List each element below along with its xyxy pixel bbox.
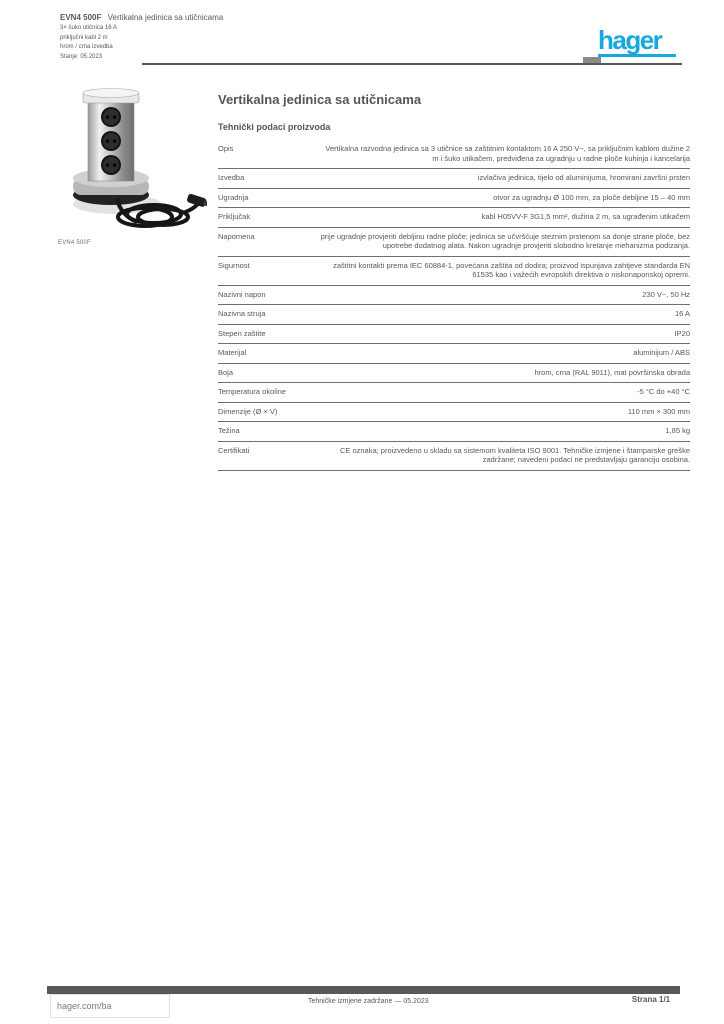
spec-label: Dimenzije (Ø × V): [218, 406, 278, 416]
spec-label: Opis: [218, 144, 234, 153]
popup-socket-tower-illustration: [73, 88, 209, 228]
spec-value: otvor za ugradnju Ø 100 mm, za ploče deb…: [493, 192, 690, 202]
table-row: Dimenzije (Ø × V) 110 mm × 300 mm: [218, 403, 690, 422]
table-row: Ugradnja otvor za ugradnju Ø 100 mm, za …: [218, 189, 690, 208]
spec-value: IP20: [674, 328, 690, 338]
header-info-line: Stanje: 05.2023: [60, 53, 103, 60]
socket-2: [101, 131, 121, 151]
spec-value: prije ugradnje provjeriti debljinu radne…: [320, 231, 690, 251]
spec-label: Težina: [218, 426, 240, 435]
socket-1: [101, 107, 121, 127]
table-row: Temperatura okoline -5 °C do +40 °C: [218, 383, 690, 403]
header-info-line: 3× šuko utičnica 16 A: [60, 25, 117, 31]
table-row: Materijal aluminijum / ABS: [218, 344, 690, 364]
spec-value: 1,85 kg: [665, 426, 690, 435]
spec-label: Boja: [218, 367, 234, 377]
footer-site-link[interactable]: hager.com/ba: [57, 1001, 112, 1011]
footer-page-number: Strana 1/1: [631, 995, 671, 1004]
coiled-cable: [115, 197, 200, 228]
spec-label: Materijal: [218, 348, 247, 357]
spec-value: Vertikalna razvodna jedinica sa 3 utični…: [325, 144, 690, 163]
table-row: Sigurnost zaštitni kontakti prema IEC 60…: [218, 257, 690, 286]
table-row: Nazivni napon 230 V~, 50 Hz: [218, 286, 690, 305]
header-divider: [142, 63, 682, 65]
spec-value: kabl H05VV-F 3G1,5 mm², dužina 2 m, sa u…: [481, 212, 690, 221]
spec-value: aluminijum / ABS: [633, 348, 690, 357]
spec-label: Izvedba: [218, 173, 245, 182]
spec-label: Certifikati: [218, 445, 250, 455]
table-row: Opis Vertikalna razvodna jedinica sa 3 u…: [218, 140, 690, 169]
spec-value: 16 A: [674, 309, 690, 318]
table-row: Nazivna struja 16 A: [218, 305, 690, 325]
footer-site-box[interactable]: hager.com/ba: [50, 994, 170, 1018]
main-content: Vertikalna jedinica sa utičnicama Tehnič…: [218, 92, 690, 471]
spec-value: izvlačiva jedinica, tijelo od aluminijum…: [477, 173, 690, 182]
spec-value: 110 mm × 300 mm: [627, 406, 690, 416]
table-row: Certifikati CE oznaka; proizvedeno u skl…: [218, 442, 690, 471]
table-row: Boja hrom, crna (RAL 9011), mat površins…: [218, 364, 691, 383]
table-row: Težina 1,85 kg: [218, 422, 690, 442]
hager-logo: hager: [583, 25, 678, 63]
header-product-line: EVN4 500F Vertikalna jedinica sa utičnic…: [60, 13, 290, 23]
header-info-block: 3× šuko utičnica 16 A priključni kabl 2 …: [60, 24, 146, 62]
page-title: Vertikalna jedinica sa utičnicama: [218, 92, 422, 107]
spec-label: Stepen zaštite: [218, 328, 266, 338]
spec-label: Temperatura okoline: [218, 387, 286, 396]
spec-label: Napomena: [218, 231, 255, 241]
table-row: Izvedba izvlačiva jedinica, tijelo od al…: [218, 169, 690, 189]
spec-value: hrom, crna (RAL 9011), mat površinska ob…: [534, 367, 691, 377]
socket-3: [101, 155, 121, 175]
footer-note: Tehničke izmjene zadržane — 05.2023: [308, 998, 429, 1005]
product-caption: EVN4 500F: [58, 240, 91, 246]
hager-logo-underline: [598, 54, 676, 57]
hager-logo-mark: [583, 57, 601, 63]
section-heading: Tehnički podaci proizvoda: [218, 122, 331, 132]
table-row: Napomena prije ugradnje provjeriti deblj…: [218, 228, 690, 257]
hager-logo-text: hager: [598, 25, 663, 55]
footer-divider-bar: [47, 986, 680, 994]
header-info-line: priključni kabl 2 m: [60, 34, 108, 41]
header-info-line: hrom / crna izvedba: [60, 44, 113, 50]
spec-label: Nazivni napon: [218, 289, 266, 299]
spec-label: Nazivna struja: [218, 309, 266, 318]
spec-value: zaštitni kontakti prema IEC 60884-1, pov…: [333, 260, 690, 280]
header-product-name: Vertikalna jedinica sa utičnicama: [107, 13, 224, 22]
spec-value: -5 °C do +40 °C: [637, 387, 690, 396]
header-product-code: EVN4 500F: [60, 13, 102, 22]
table-row: Stepen zaštite IP20: [218, 325, 690, 344]
table-row: Priključak kabl H05VV-F 3G1,5 mm², dužin…: [218, 208, 690, 228]
spec-value: 230 V~, 50 Hz: [642, 289, 690, 299]
spec-table: Opis Vertikalna razvodna jedinica sa 3 u…: [218, 140, 690, 471]
spec-label: Priključak: [218, 212, 251, 221]
product-image: [57, 86, 209, 240]
spec-label: Sigurnost: [218, 260, 250, 270]
spec-value: CE oznaka; proizvedeno u skladu sa siste…: [339, 445, 690, 465]
spec-label: Ugradnja: [218, 192, 249, 202]
